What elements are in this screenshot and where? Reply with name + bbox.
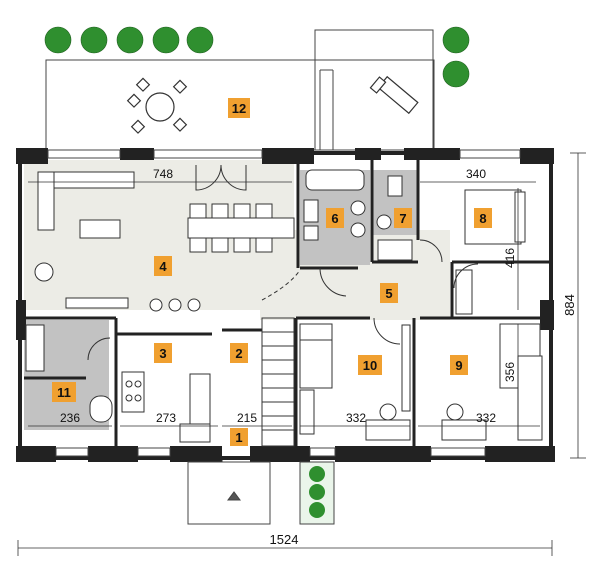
svg-text:3: 3 bbox=[159, 346, 166, 361]
room-label-11: 11 bbox=[52, 382, 76, 402]
dim-total-depth: 884 bbox=[562, 294, 577, 316]
room-label-2: 2 bbox=[230, 343, 248, 363]
terrace-dining-set bbox=[126, 77, 188, 134]
dim-236: 236 bbox=[60, 411, 80, 425]
room-labels: 12 4 6 7 8 5 3 2 10 9 11 1 bbox=[52, 98, 492, 446]
bedroom-furniture bbox=[25, 189, 543, 441]
room-label-12: 12 bbox=[228, 98, 250, 118]
entrance-plants bbox=[309, 466, 325, 518]
room-label-4: 4 bbox=[154, 256, 172, 276]
sun-lounger bbox=[369, 75, 419, 115]
svg-text:1: 1 bbox=[235, 430, 242, 445]
dim-332-a: 332 bbox=[346, 411, 366, 425]
room-label-3: 3 bbox=[154, 343, 172, 363]
svg-text:10: 10 bbox=[363, 358, 377, 373]
dim-356: 356 bbox=[503, 362, 517, 382]
dimension-lines bbox=[17, 152, 586, 556]
svg-text:11: 11 bbox=[57, 385, 71, 400]
interior-walls bbox=[24, 160, 550, 455]
svg-text:6: 6 bbox=[331, 211, 338, 226]
svg-text:8: 8 bbox=[479, 211, 486, 226]
dim-748: 748 bbox=[153, 167, 173, 181]
room-label-7: 7 bbox=[394, 208, 412, 228]
svg-text:9: 9 bbox=[455, 358, 462, 373]
dimension-labels: 748 340 416 356 236 273 215 332 332 1524… bbox=[60, 167, 577, 547]
kitchen-fixtures bbox=[89, 371, 211, 443]
room-label-5: 5 bbox=[380, 283, 398, 303]
hedge-trees bbox=[44, 26, 470, 88]
room-label-9: 9 bbox=[450, 355, 468, 375]
stairs bbox=[261, 269, 301, 447]
bathroom-fixtures bbox=[303, 169, 413, 261]
dim-340: 340 bbox=[466, 167, 486, 181]
dim-332-b: 332 bbox=[476, 411, 496, 425]
dim-215: 215 bbox=[237, 411, 257, 425]
windows bbox=[47, 149, 521, 457]
svg-text:4: 4 bbox=[159, 259, 167, 274]
living-furniture bbox=[34, 171, 295, 312]
room-label-10: 10 bbox=[358, 355, 382, 375]
room-label-1: 1 bbox=[230, 428, 248, 446]
dim-total-width: 1524 bbox=[270, 532, 299, 547]
dim-416: 416 bbox=[503, 248, 517, 268]
dim-273: 273 bbox=[156, 411, 176, 425]
svg-text:5: 5 bbox=[385, 286, 392, 301]
wall-corners bbox=[16, 148, 555, 462]
room-label-6: 6 bbox=[326, 208, 344, 228]
svg-text:7: 7 bbox=[399, 211, 406, 226]
room-label-8: 8 bbox=[474, 208, 492, 228]
svg-text:2: 2 bbox=[235, 346, 242, 361]
svg-text:12: 12 bbox=[232, 101, 246, 116]
